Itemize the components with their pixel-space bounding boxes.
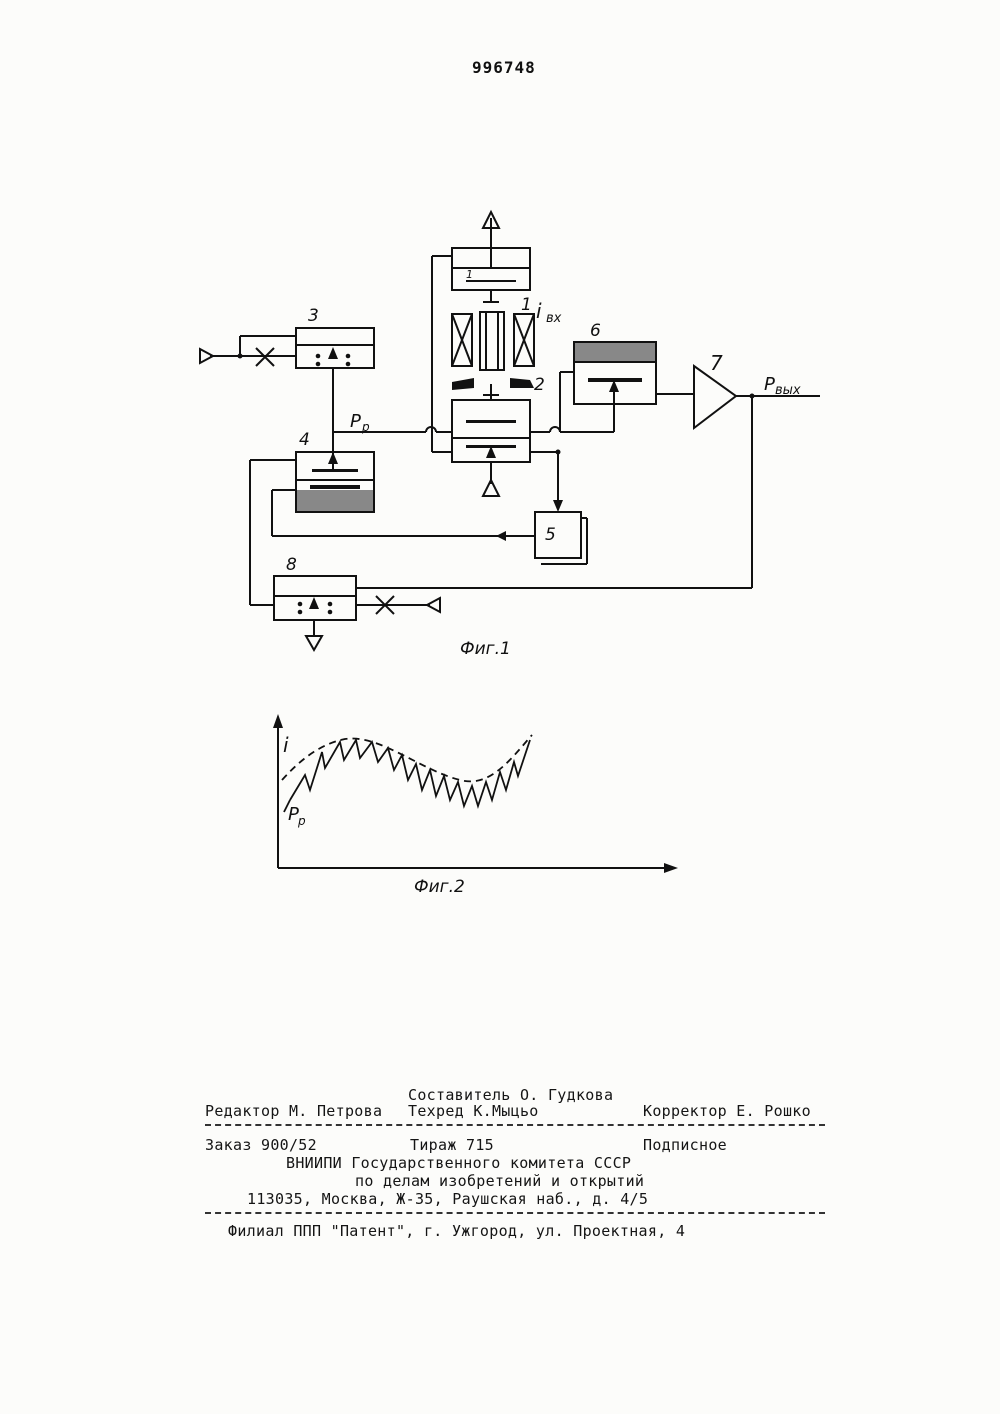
editor-line: Редактор М. Петрова xyxy=(205,1102,382,1120)
label-p-sub: р xyxy=(297,814,306,828)
address-line: 113035, Москва, Ж-35, Раушская наб., д. … xyxy=(247,1190,648,1208)
label-i: i xyxy=(283,733,289,757)
subscription-line: Подписное xyxy=(643,1136,727,1154)
divider-1 xyxy=(205,1124,825,1126)
org-line-1: ВНИИПИ Государственного комитета СССР xyxy=(286,1154,631,1172)
circulation-line: Тираж 715 xyxy=(410,1136,494,1154)
corrector-line: Корректор Е. Рошко xyxy=(643,1102,811,1120)
org-line-2: по делам изобретений и открытий xyxy=(355,1172,644,1190)
techred-line: Техред К.Мыцьо xyxy=(408,1102,539,1120)
divider-2 xyxy=(205,1212,825,1214)
figure-2-caption: Фиг.2 xyxy=(414,877,465,897)
curve-pressure xyxy=(290,740,530,806)
order-line: Заказ 900/52 xyxy=(205,1136,317,1154)
branch-line: Филиал ППП "Патент", г. Ужгород, ул. Про… xyxy=(228,1222,685,1240)
